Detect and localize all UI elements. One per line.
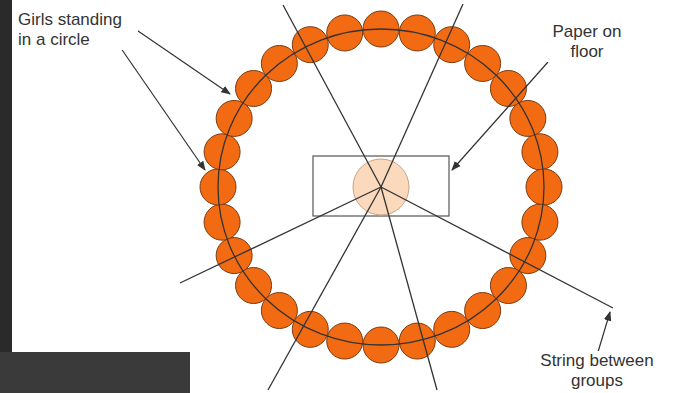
string-line [180,187,381,283]
string-line [381,187,437,390]
leader-arrow [122,20,230,94]
callout-label: Girls standing in a circle [16,10,138,50]
callout-label: Paper on floor [540,22,634,62]
leader-arrow [452,62,548,170]
string-line [268,187,381,390]
string-line [283,5,381,187]
leader-arrow [598,312,610,352]
string-line [381,187,613,308]
leader-arrow [118,44,205,170]
callout-label: String between groups [520,351,674,391]
photo-fragment [0,352,190,393]
photo-fragment [0,0,12,393]
string-line [381,4,463,187]
